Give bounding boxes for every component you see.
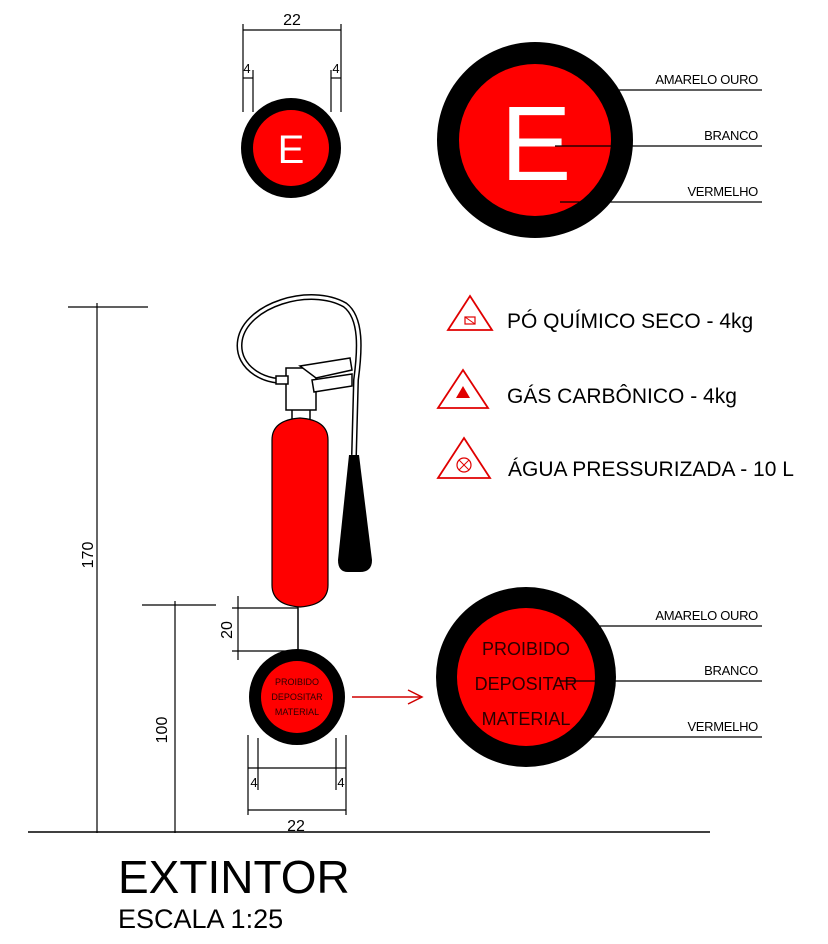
small-sign-letter: E bbox=[278, 128, 305, 172]
valve-handle-top bbox=[298, 357, 353, 379]
top-callout-amarelo-ouro: AMARELO OURO bbox=[655, 72, 758, 87]
large-sign-letter: E bbox=[501, 85, 572, 203]
bottom-large-line-1: PROIBIDO bbox=[482, 639, 570, 659]
bottom-callout-amarelo-ouro: AMARELO OURO bbox=[655, 608, 758, 623]
water-hazard-icon bbox=[436, 436, 492, 479]
bottom-dim-total: 22 bbox=[287, 818, 305, 835]
large-sign-red-disc bbox=[459, 64, 611, 216]
bottom-small-line-2: DEPOSITAR bbox=[271, 692, 323, 702]
co2-hazard-icon bbox=[436, 368, 490, 409]
cylinder-body bbox=[271, 417, 329, 608]
legend-co2-label: GÁS CARBÔNICO - 4kg bbox=[507, 385, 737, 408]
legend-water-label: ÁGUA PRESSURIZADA - 10 L bbox=[508, 458, 794, 481]
gap-dim-label: 20 bbox=[219, 621, 236, 639]
bottom-dim-right: 4 bbox=[337, 775, 344, 790]
valve-handle-bottom bbox=[311, 373, 353, 393]
bottom-dim-left: 4 bbox=[250, 775, 257, 790]
fire-extinguisher bbox=[236, 294, 372, 655]
bottom-dimensions bbox=[247, 735, 347, 815]
bottom-small-line-1: PROIBIDO bbox=[275, 677, 319, 687]
top-dim-right: 4 bbox=[332, 61, 339, 76]
small-sign-red-disc bbox=[253, 110, 329, 186]
drawing-title: EXTINTOR bbox=[118, 851, 350, 903]
top-dim-left: 4 bbox=[243, 61, 250, 76]
top-dimensions bbox=[242, 24, 342, 112]
bottom-large-sign: PROIBIDO DEPOSITAR MATERIAL bbox=[436, 587, 616, 767]
bottom-small-sign: PROIBIDO DEPOSITAR MATERIAL bbox=[249, 649, 345, 745]
top-callout-branco: BRANCO bbox=[704, 128, 758, 143]
top-callout-vermelho: VERMELHO bbox=[687, 184, 758, 199]
bottom-large-line-2: DEPOSITAR bbox=[475, 674, 578, 694]
legend-water: ÁGUA PRESSURIZADA - 10 L bbox=[436, 436, 794, 481]
bottom-callout-branco: BRANCO bbox=[704, 663, 758, 678]
legend-powder-label: PÓ QUÍMICO SECO - 4kg bbox=[507, 310, 753, 333]
valve-side-fitting bbox=[275, 375, 289, 385]
legend-co2: GÁS CARBÔNICO - 4kg bbox=[436, 368, 737, 409]
drawing-scale: ESCALA 1:25 bbox=[118, 904, 283, 934]
top-callout-leaders bbox=[555, 89, 762, 203]
detail-arrow bbox=[352, 689, 424, 705]
powder-hazard-icon bbox=[446, 294, 494, 331]
height-sign-label: 100 bbox=[154, 717, 171, 744]
bottom-small-red-disc bbox=[261, 661, 333, 733]
legend-powder: PÓ QUÍMICO SECO - 4kg bbox=[446, 294, 753, 333]
bottom-small-line-3: MATERIAL bbox=[275, 707, 319, 717]
height-dimensions bbox=[28, 303, 710, 833]
hose-inner bbox=[238, 295, 361, 456]
gap-dimension bbox=[232, 596, 298, 660]
top-large-sign: E bbox=[437, 42, 633, 238]
top-small-sign: E bbox=[241, 98, 341, 198]
top-dim-total: 22 bbox=[283, 12, 301, 29]
bottom-large-red-disc bbox=[457, 608, 595, 746]
nozzle bbox=[338, 455, 372, 572]
height-total-label: 170 bbox=[80, 542, 97, 569]
bottom-callout-leaders bbox=[560, 625, 762, 738]
bottom-large-line-3: MATERIAL bbox=[482, 709, 571, 729]
bottom-callout-vermelho: VERMELHO bbox=[687, 719, 758, 734]
valve-head bbox=[275, 357, 353, 423]
